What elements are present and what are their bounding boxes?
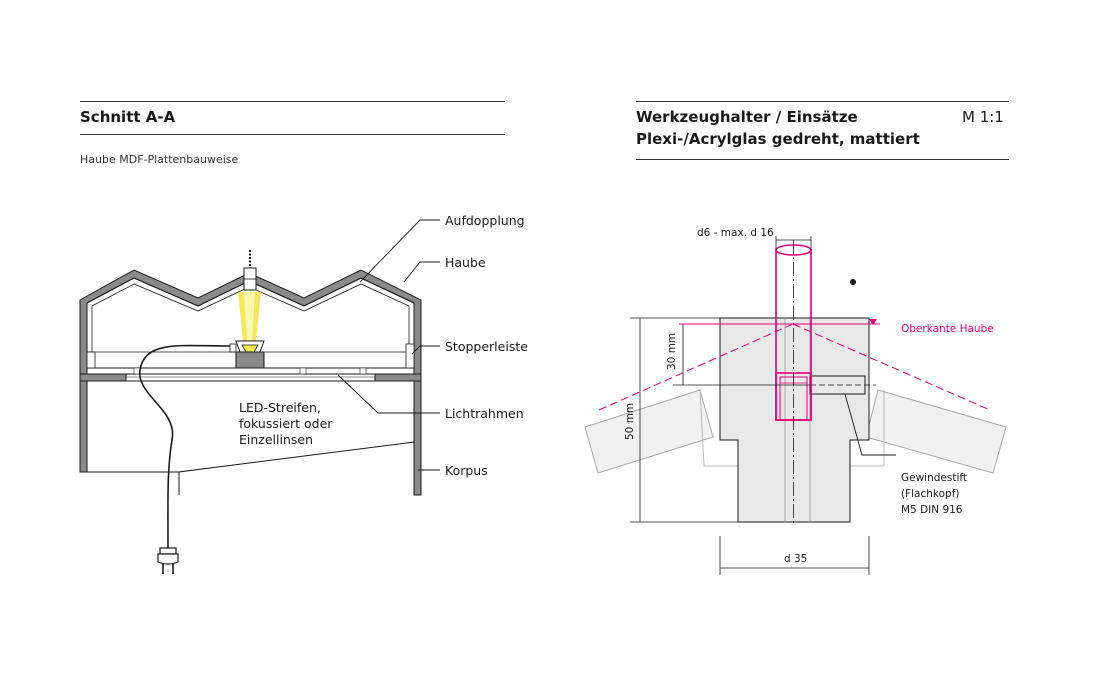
hood-board-left [584,389,714,474]
left-bottom-rule [80,134,505,135]
reference-dot [850,279,856,285]
korpus-left-wall [79,380,88,473]
left-subtitle: Haube MDF-Plattenbauweise [80,153,239,166]
korpus-right-wall [413,380,422,496]
scale-label: M 1:1 [962,108,1004,126]
label-lichtrahmen: Lichtrahmen [445,406,524,421]
tool-holder-drawing: d6 - max. d 16 50 mm 30 mm d 35 Oberkant… [584,227,1007,575]
label-haube: Haube [445,255,486,270]
label-oberkante: Oberkante Haube [901,323,994,335]
right-title-line1: Werkzeughalter / Einsätze [636,108,858,126]
label-gewindestift-3: M5 DIN 916 [901,504,963,516]
dim-50mm: 50 mm [624,403,636,440]
label-led-line3: Einzellinsen [239,432,313,447]
hood-board-right [865,389,1007,474]
right-title-line2: Plexi-/Acrylglas gedreht, mattiert [636,130,920,148]
label-gewindestift-2: (Flachkopf) [901,488,960,500]
left-top-rule [80,101,505,102]
dim-d35: d 35 [784,553,807,565]
power-cable [139,344,231,549]
dim-30mm: 30 mm [666,333,678,370]
label-gewindestift-1: Gewindestift [901,472,967,484]
label-korpus: Korpus [445,463,488,478]
label-aufdopplung: Aufdopplung [445,213,525,228]
section-drawing: Aufdopplung Haube Stopperleiste Lichtrah… [79,213,528,574]
dim-d6: d6 - max. d 16 [697,227,774,239]
right-bottom-rule [636,159,1009,160]
left-title: Schnitt A-A [80,108,176,126]
label-stopperleiste: Stopperleiste [445,339,528,354]
label-led-line1: LED-Streifen, [239,400,321,415]
plug-icon [157,547,179,574]
label-led-line2: fokussiert oder [239,416,333,431]
right-top-rule [636,101,1009,102]
korpus-base [87,441,415,495]
